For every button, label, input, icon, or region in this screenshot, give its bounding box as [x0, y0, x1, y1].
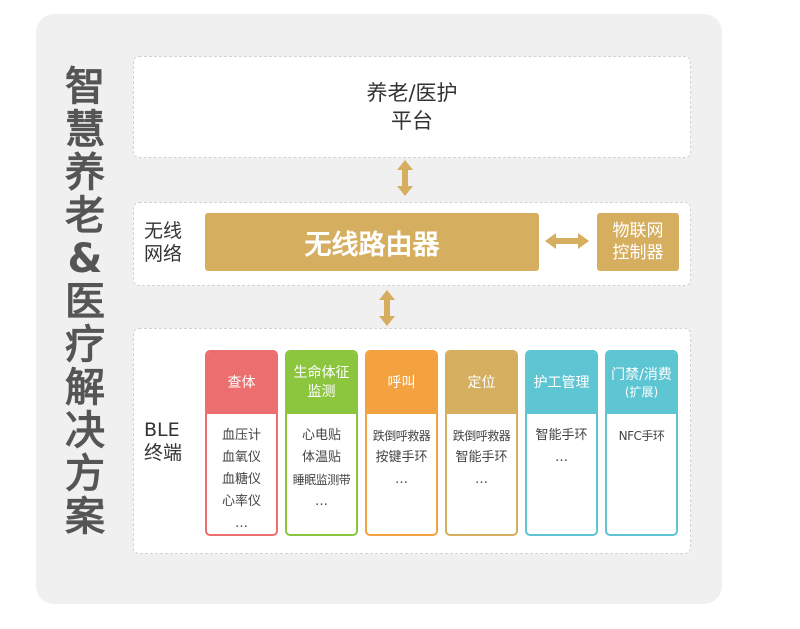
diagram-title: 智慧养老&医疗解决方案: [62, 66, 108, 539]
category-title: 呼叫: [387, 374, 416, 391]
device-item: 智能手环: [455, 450, 508, 465]
title-char: 慧: [65, 107, 105, 153]
device-item: 血氧仪: [221, 450, 261, 465]
wireless-router-label: 无线路由器: [304, 229, 440, 261]
category-title: 生命体征 监测: [293, 365, 350, 400]
platform-label: 养老/医护 平台: [366, 81, 458, 133]
device-item: 智能手环: [535, 428, 588, 443]
category-card: 生命体征 监测心电贴体温贴睡眠监测带 …: [285, 350, 358, 536]
category-card: 护工管理智能手环 …: [525, 350, 598, 536]
device-item: …: [235, 516, 248, 531]
device-list: 智能手环 …: [527, 414, 596, 469]
device-list: 跌倒呼救器按键手环 …: [367, 414, 436, 491]
wireless-network-label: 无线 网络: [144, 220, 183, 265]
device-item: …: [475, 472, 488, 487]
network-terminal-arrow-icon: [379, 290, 395, 326]
title-char: 智: [65, 64, 105, 110]
device-item: 跌倒呼救器: [372, 429, 431, 443]
device-item: …: [315, 494, 328, 509]
device-item: 睡眠监测带: [292, 473, 351, 487]
device-item: 心率仪: [221, 494, 261, 509]
category-header: 门禁/消费 (扩展): [607, 352, 676, 414]
device-list: 跌倒呼救器智能手环 …: [447, 414, 516, 491]
iot-controller: 物联网 控制器: [597, 213, 679, 271]
category-card: 定位跌倒呼救器智能手环 …: [445, 350, 518, 536]
category-subtitle: (扩展): [624, 385, 659, 399]
device-item: 体温贴: [301, 450, 341, 465]
title-char: 老: [65, 193, 105, 239]
category-card: 查体血压计血氧仪血糖仪心率仪 …: [205, 350, 278, 536]
device-item: 心电贴: [301, 428, 341, 443]
category-header: 查体: [207, 352, 276, 414]
device-item: …: [555, 450, 568, 465]
title-char: 方: [65, 451, 105, 497]
category-header: 定位: [447, 352, 516, 414]
category-header: 护工管理: [527, 352, 596, 414]
device-item: 血糖仪: [221, 472, 261, 487]
device-item: 按键手环: [375, 450, 428, 465]
device-list: NFC手环: [607, 414, 676, 447]
device-item: 跌倒呼救器: [452, 429, 511, 443]
device-item: NFC手环: [618, 429, 665, 443]
title-char: 养: [65, 150, 105, 196]
wireless-router: 无线路由器: [205, 213, 539, 271]
platform-network-arrow-icon: [397, 160, 413, 196]
title-char: 疗: [65, 322, 105, 368]
router-iot-arrow-icon: [545, 233, 589, 249]
device-list: 心电贴体温贴睡眠监测带 …: [287, 414, 356, 513]
device-item: …: [395, 472, 408, 487]
category-card: 门禁/消费 (扩展) NFC手环: [605, 350, 678, 536]
title-char: 案: [65, 494, 105, 540]
category-title: 护工管理: [533, 374, 590, 391]
category-card: 呼叫跌倒呼救器按键手环 …: [365, 350, 438, 536]
ble-terminal-label: BLE 终端: [144, 419, 183, 464]
category-title: 查体: [227, 374, 256, 391]
category-title: 定位: [467, 374, 496, 391]
title-char: 决: [65, 408, 105, 454]
category-header: 呼叫: [367, 352, 436, 414]
platform-box: 养老/医护 平台: [133, 56, 691, 158]
title-char: 医: [65, 279, 105, 325]
device-item: 血压计: [221, 428, 261, 443]
category-header: 生命体征 监测: [287, 352, 356, 414]
category-title: 门禁/消费: [611, 367, 672, 383]
title-char: &: [67, 236, 103, 282]
device-list: 血压计血氧仪血糖仪心率仪 …: [207, 414, 276, 534]
title-char: 解: [65, 365, 105, 411]
